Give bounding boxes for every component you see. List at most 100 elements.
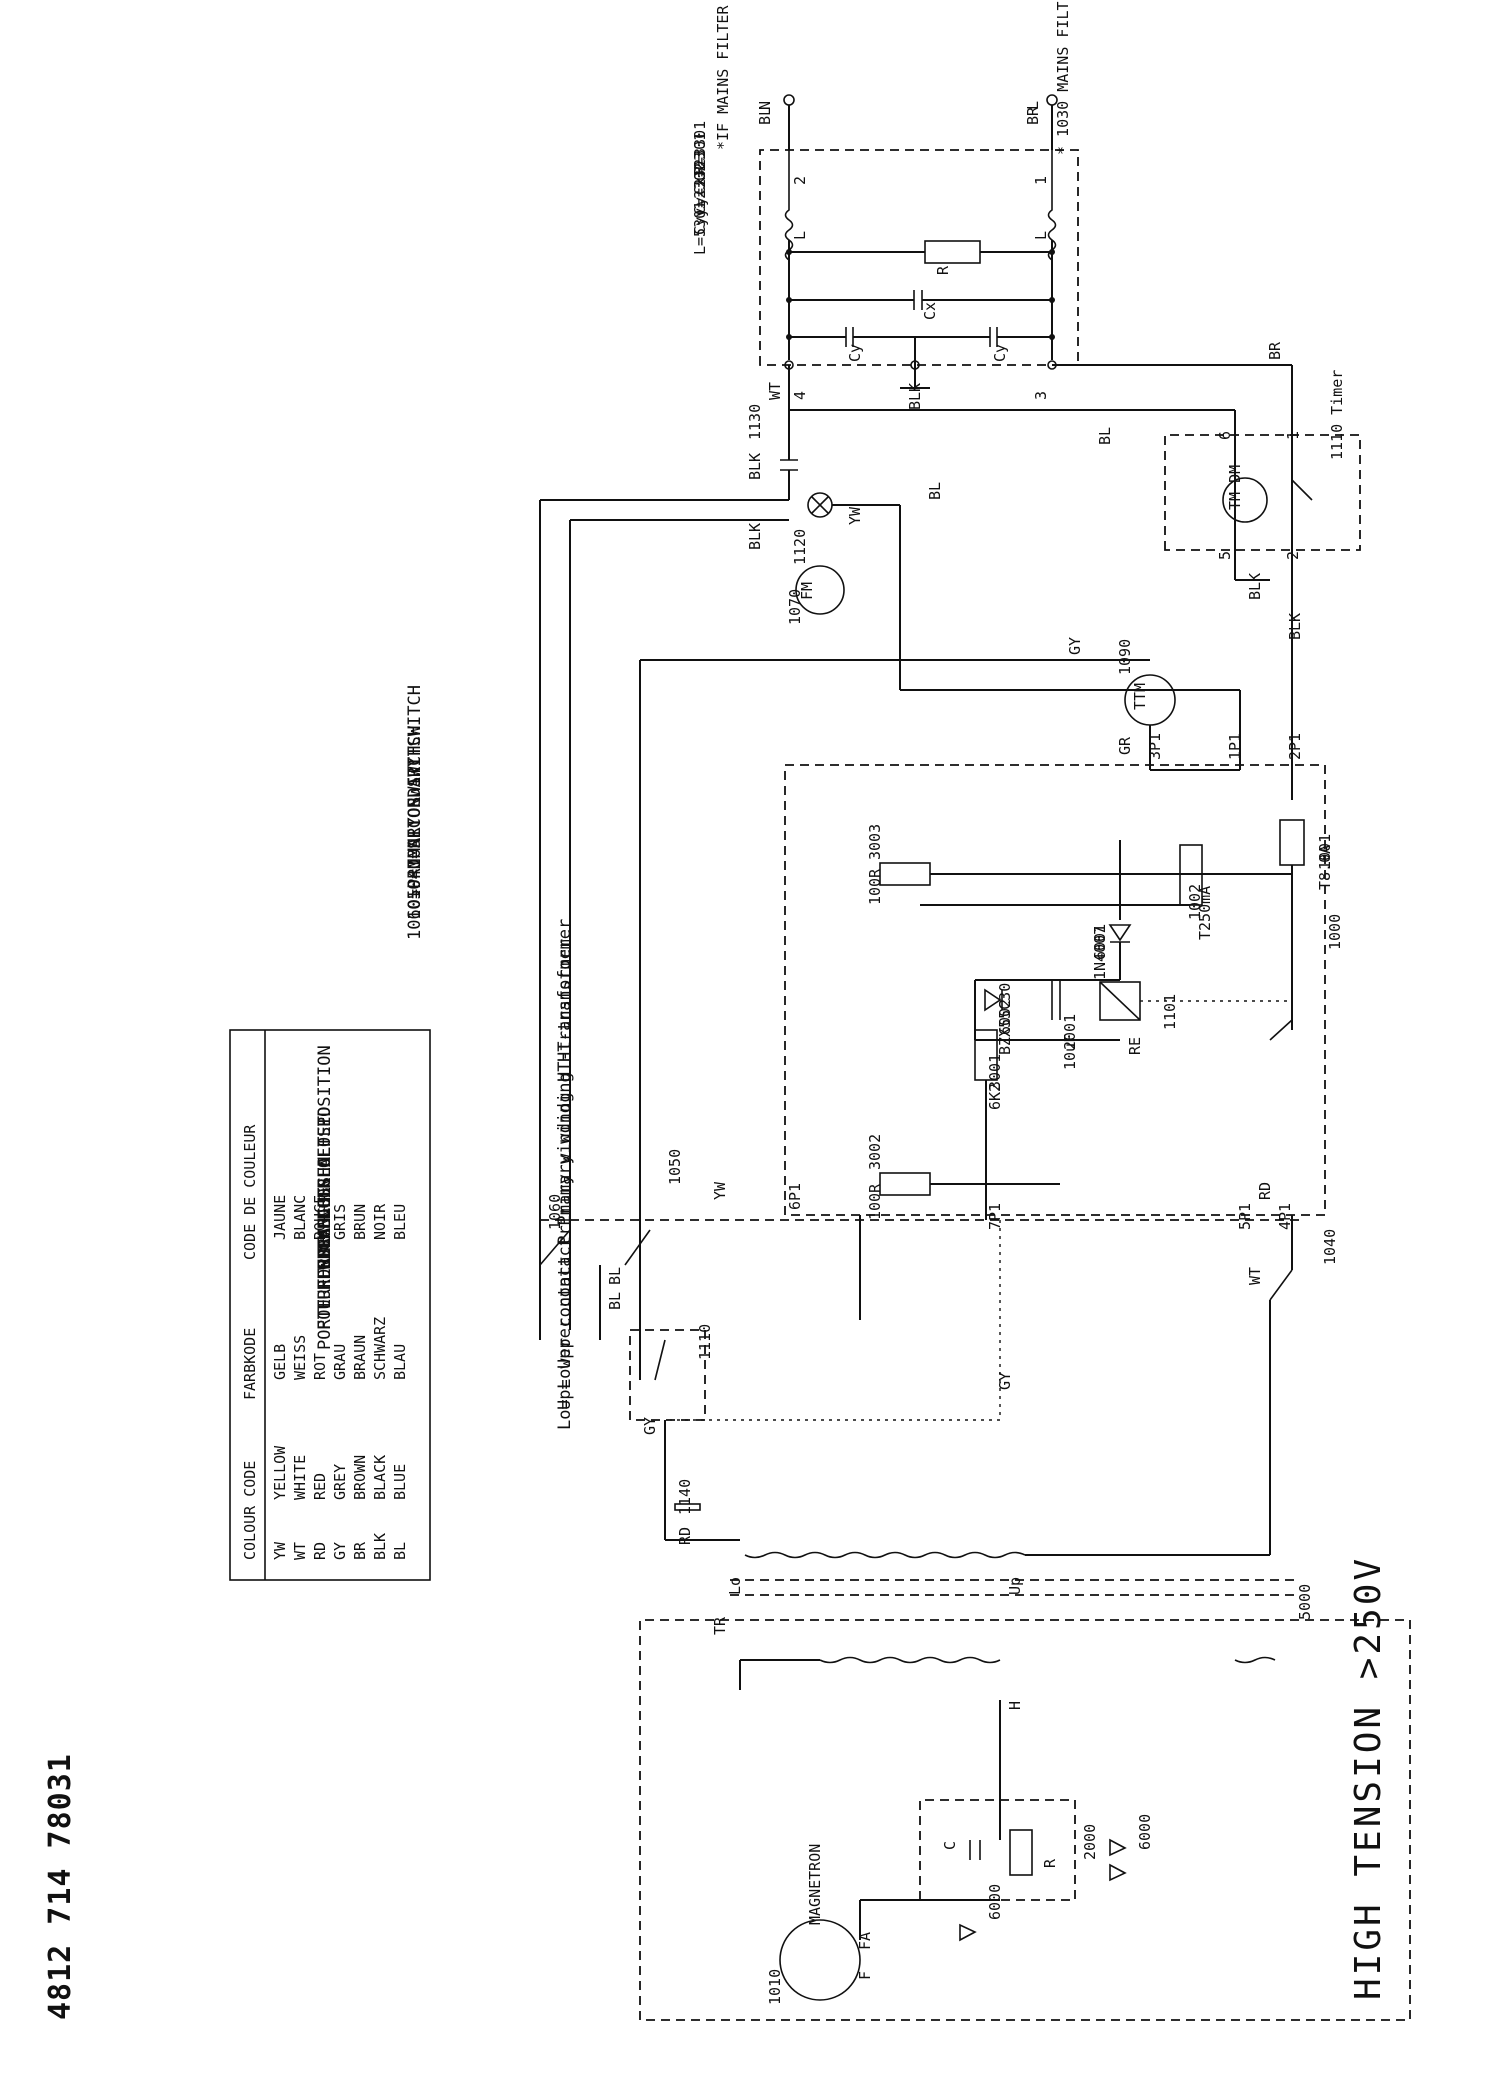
wire-br: BR [1266,341,1284,360]
svg-text:BLUE: BLUE [391,1464,409,1500]
pin-1p1: 1P1 [1226,733,1244,760]
cap-2001-val: 10uF [1061,1034,1079,1070]
cc-row: WT WHITE WEISS BLANC [291,1195,309,1560]
filter-pin2: 2 [791,176,809,185]
filter-note-2: Cx=2301 [691,132,709,195]
fuse-1001-val: T8.0A [1316,845,1334,890]
filter-r: R [934,265,952,275]
wire-wt: WT [1246,1267,1264,1285]
svg-text:GY: GY [331,1542,349,1560]
cc-row: GY GREY GRAU GRIS [331,1204,349,1560]
hv-warning: HIGH TENSION >250V [1348,1556,1389,2000]
pcb-label: 1000 [1326,914,1344,950]
filter-note-1: R=3301 [691,121,709,175]
state-note-6: PORTE FERME [315,1237,335,1350]
wire-bl-sw: BL [606,1267,624,1285]
mains-n-wire-label: BL [756,107,774,125]
magnetron-label: MAGNETRON [806,1844,824,1925]
pin-5p1: 5P1 [1236,1203,1254,1230]
filter-blk: BLK [906,383,924,410]
filter-wt: WT [766,382,784,400]
wire-gy-timer: GY [996,1372,1014,1390]
svg-text:JAUNE: JAUNE [271,1195,289,1240]
filter-note-5: L=5301 [691,201,709,255]
svg-text:GREY: GREY [331,1464,349,1500]
wire-gy-2: GY [641,1417,659,1435]
cc-header-2: CODE DE COULEUR [241,1124,259,1260]
svg-text:WT: WT [291,1542,309,1560]
svg-text:BROWN: BROWN [351,1455,369,1500]
pin-rd: RD [1256,1182,1274,1200]
state-note-1: OVEN IN OFF POSITION [315,1045,335,1250]
wire-bl-sw2: BL [606,1292,624,1310]
fuse-1002: 1002 [1186,884,1204,920]
interlock-1130: 1130 [746,404,764,440]
diode-6001: 6001 [1091,924,1109,960]
zener-6002: 6002 [996,999,1014,1035]
svg-text:ROUGE: ROUGE [311,1195,329,1240]
magnetron-1010: 1010 [766,1969,784,2005]
diode-6001-val: 1N4007 [1091,926,1109,980]
cc-row: BR BROWN BRAUN BRUN [351,1204,369,1560]
r3001-val: 6K2 [986,1083,1004,1110]
svg-text:BLAU: BLAU [391,1344,409,1380]
svg-text:BLEU: BLEU [391,1204,409,1240]
relay-1101: 1101 [1161,994,1179,1030]
cc-row: RD RED ROT ROUGE [311,1195,329,1560]
r3001: 3001 [986,1054,1004,1090]
pin-6p1: 6P1 [786,1183,804,1210]
pin-tr: TR [711,1616,729,1635]
pin-lo: Lo [726,1577,744,1595]
svg-text:RD: RD [311,1542,329,1560]
filter-note-4: Cyy=2302 [691,163,709,235]
sw-1060: 1060 [546,1194,564,1230]
pcb-1000: 1000 2P1 1P1 3P1 1001 T8.0A 1002 T250mA … [711,720,1344,1320]
notes: 1040=SECONDARY SWITCH 1050=MONITOR SWITC… [315,685,575,1430]
transformer-5000: 5000 [1296,1584,1314,1620]
winding-note-2: Lo= Lower contact Primary winding HT-tra… [555,939,575,1430]
wire-bl-lamp: BL [926,482,944,500]
cc-row: BL BLUE BLAU BLEU [391,1204,409,1560]
colour-code-table: COLOUR CODE FARBKODE CODE DE COULEUR YW … [229,1029,431,1581]
mains-filter-1030: * 1030 MAINS FILTER 2 1 L L R Cx Cy [691,0,1079,410]
r3002-val: 100R [866,1183,884,1220]
wire-blk-timer: BLK [1246,573,1264,600]
ttm-1090: 1090 [1116,639,1134,675]
filter-note-title: *IF MAINS FILTER ON PCB [714,0,732,150]
svg-text:5: 5 [1216,551,1234,560]
state-note-5: FOUR DEBRANCHE [315,1187,335,1330]
fuse-1002-val: T250mA [1196,886,1214,940]
svg-text:6: 6 [1216,431,1234,440]
filter-cx: Cx [921,302,939,320]
wire-blk-interlock: BLK [746,453,764,480]
svg-text:BLACK: BLACK [371,1455,389,1500]
door-switches: 1040 WT 1060 1050 BL BL 1110 GY GY 1140 … [539,1149,1339,1545]
pin-gr: GR [1116,736,1134,755]
pin-up: Up [1006,1577,1024,1595]
pin-3p1: 3P1 [1146,733,1164,760]
pin-2p1: 2P1 [1286,733,1304,760]
hv-cap-2000: 2000 [1081,1824,1099,1860]
svg-text:BLANC: BLANC [291,1195,309,1240]
r3003-val: 100R [866,868,884,905]
sw-1050: 1050 [666,1149,684,1185]
hv-diode-6000: 6000 [986,1884,1004,1920]
mains-input: N L BL BR [756,94,1058,150]
pin-7p1: 7P1 [986,1203,1004,1230]
lamp-1120: 1120 [791,529,809,565]
switch-legend-2: 1050=MONITOR SWITCH [405,726,425,920]
state-note-2: WITH DOOR CLOSED [315,1106,335,1270]
cc-header-1: FARBKODE [241,1328,259,1400]
main-wiring: BR BL 1130 BLK BLK TM DM 1110 Timer 6 1 … [539,341,1361,1380]
svg-text:BR: BR [351,1541,369,1560]
hv-cap-c: C [941,1841,959,1850]
svg-text:WEISS: WEISS [291,1335,309,1380]
high-tension-section: HIGH TENSION >250V H 2000 C R 6000 6000 … [639,1556,1411,2021]
wire-gy: GY [1066,637,1084,655]
mains-l-wire-label: BR [1024,106,1042,125]
fan-sym: FM [798,582,816,600]
svg-text:BL: BL [391,1542,409,1560]
pin-4p1: 4P1 [1276,1203,1294,1230]
